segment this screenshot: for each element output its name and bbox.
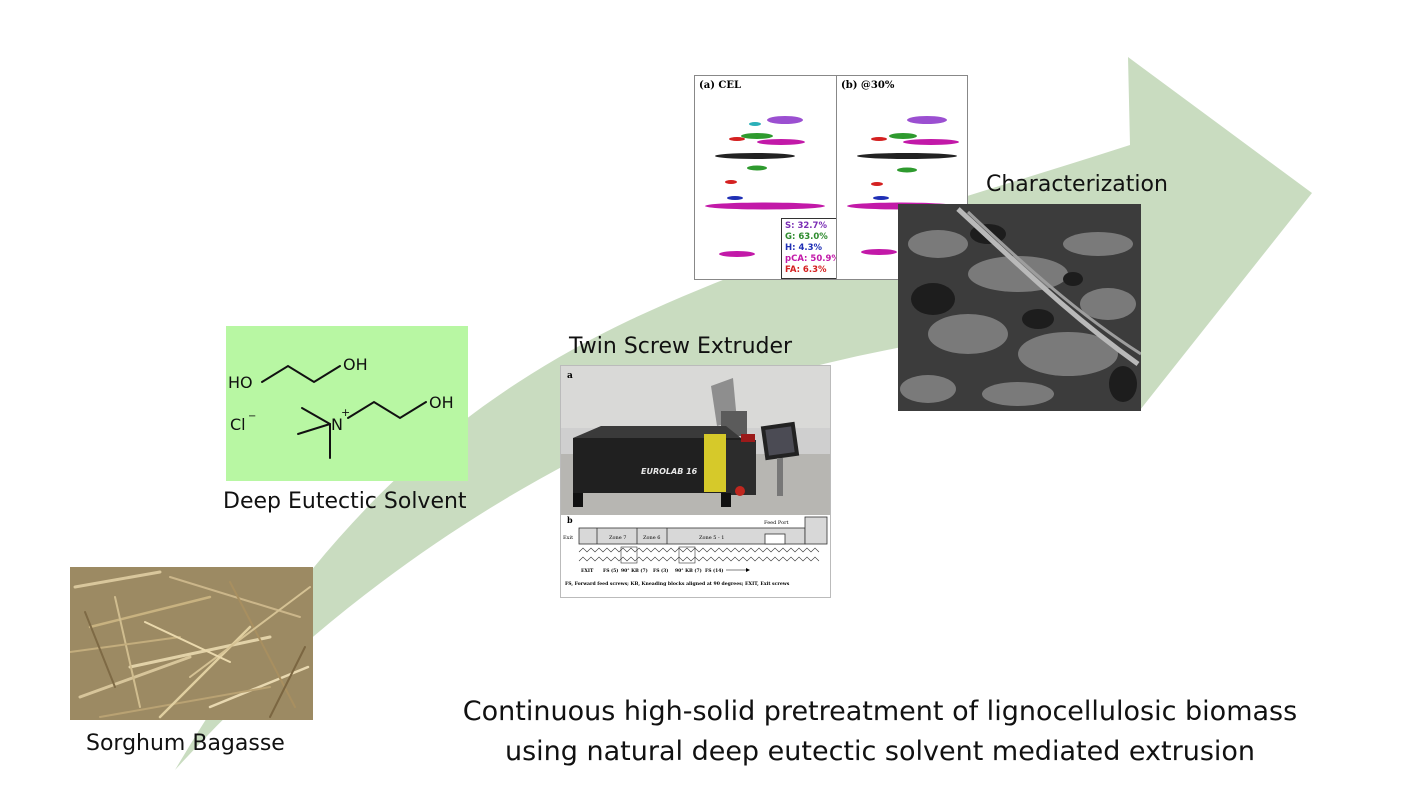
screw-label-fs5: FS (5) bbox=[603, 567, 618, 574]
nmr-panel-title: (a) CEL bbox=[699, 80, 742, 91]
screw-label-kb7a: 90° KB (7) bbox=[621, 567, 648, 574]
extruder-brand: EUROLAB 16 bbox=[641, 467, 698, 476]
nmr-legend-s: S: 32.7% bbox=[785, 221, 827, 231]
extruder-photo: a EUROLAB 16 bbox=[561, 366, 830, 515]
hydroxyl-label-1: HO bbox=[228, 373, 253, 392]
solvent-label: Deep Eutectic Solvent bbox=[223, 489, 467, 514]
nmr-legend: S: 32.7% G: 63.0% H: 4.3% pCA: 50.9% FA:… bbox=[781, 218, 838, 279]
nmr-spectrum-cel bbox=[705, 116, 825, 257]
hydroxyl-label-2: OH bbox=[343, 355, 368, 374]
solvent-structure: HO OH OH Cl − N + bbox=[226, 326, 468, 481]
nmr-panel-title: (b) @30% bbox=[841, 80, 895, 91]
screw-caption: FS, Forward feed screws; KB, Kneading bl… bbox=[565, 581, 790, 587]
main-title-line-2: using natural deep eutectic solvent medi… bbox=[504, 736, 1256, 767]
nitrogen-label: N bbox=[331, 415, 343, 434]
characterization-label: Characterization bbox=[986, 172, 1168, 197]
main-title-line-1: Continuous high-solid pretreatment of li… bbox=[462, 696, 1298, 727]
screw-label-exit: EXIT bbox=[581, 568, 594, 574]
sem-micrograph bbox=[898, 204, 1141, 411]
bagasse-label: Sorghum Bagasse bbox=[86, 731, 285, 756]
nitrogen-charge: + bbox=[341, 406, 350, 419]
nmr-legend-fa: FA: 6.3% bbox=[785, 265, 827, 275]
zone-5-1-label: Zone 5 - 1 bbox=[699, 535, 724, 541]
screw-label-fs14: FS (14) bbox=[705, 567, 724, 574]
zone-6-label: Zone 6 bbox=[643, 535, 660, 541]
nmr-panel-cel: (a) CEL S: 32.7% G: 63.0% H: 4.3% pCA: 5… bbox=[694, 75, 838, 280]
chloride-charge: − bbox=[248, 411, 256, 422]
extruder-panel-b-letter: b bbox=[567, 515, 573, 525]
nmr-legend-h: H: 4.3% bbox=[785, 243, 823, 253]
screw-configuration-diagram: b Exit Zone 7 Zone 6 Zone 5 - 1 Feed Por… bbox=[561, 515, 830, 597]
zone-exit-label: Exit bbox=[563, 535, 573, 541]
screw-label-fs3: FS (3) bbox=[653, 567, 668, 574]
main-title: Continuous high-solid pretreatment of li… bbox=[340, 692, 1420, 772]
nmr-legend-pca: pCA: 50.9% bbox=[785, 254, 838, 264]
hydroxyl-label-3: OH bbox=[429, 393, 454, 412]
extruder-label: Twin Screw Extruder bbox=[569, 334, 793, 359]
nmr-legend-g: G: 63.0% bbox=[785, 232, 828, 242]
screw-label-kb7b: 90° KB (7) bbox=[675, 567, 702, 574]
chloride-label: Cl bbox=[230, 415, 246, 434]
extruder-figure: a EUROLAB 16 b Exit Zone 7 Zone 6 Zone 5… bbox=[560, 365, 831, 598]
extruder-panel-a-letter: a bbox=[567, 371, 573, 381]
bagasse-photo bbox=[70, 567, 313, 720]
zone-7-label: Zone 7 bbox=[609, 535, 626, 541]
feed-port-label: Feed Port bbox=[764, 520, 788, 526]
